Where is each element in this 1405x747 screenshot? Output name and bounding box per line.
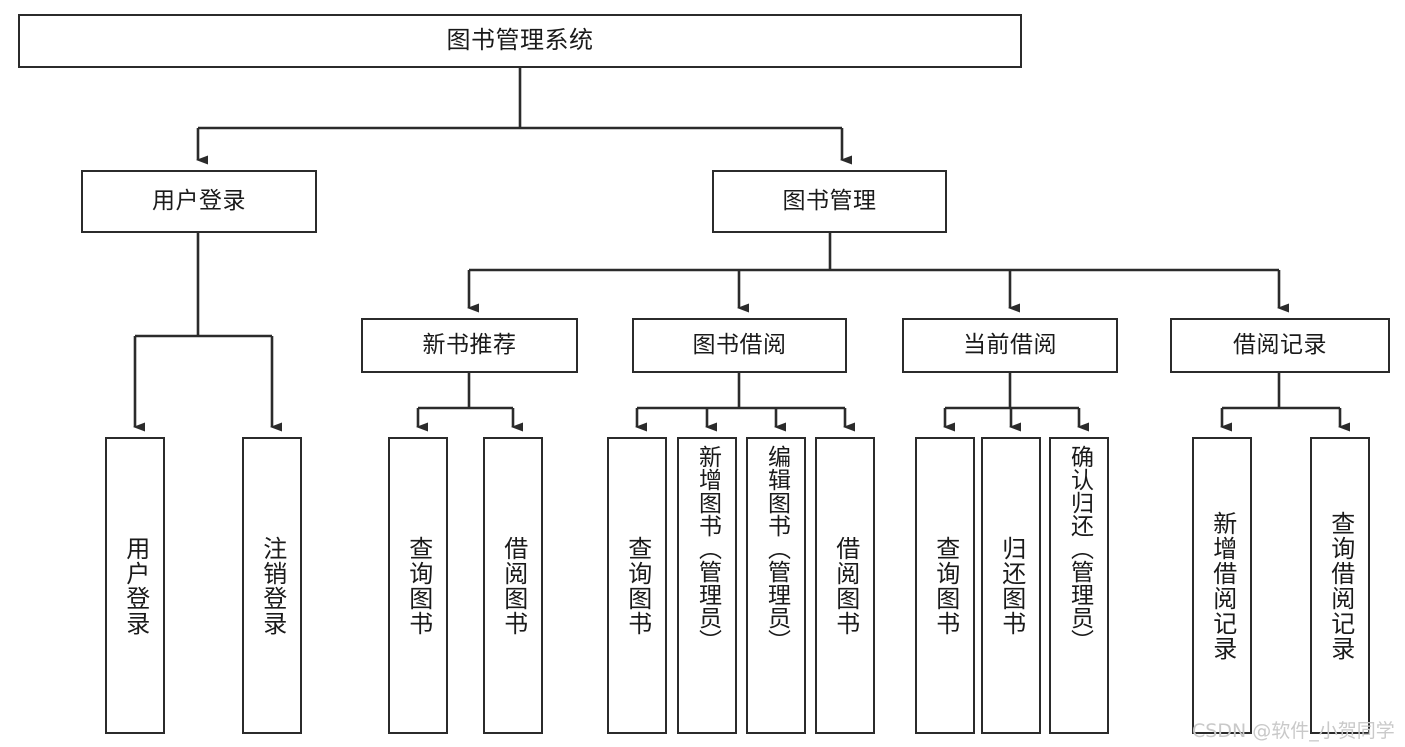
node-borrow-record[interactable]: 借阅记录 [1170, 318, 1390, 373]
node-label: 查询图书 [931, 535, 960, 636]
leaf-borrow-record-query[interactable]: 查询借阅记录 [1310, 437, 1370, 734]
node-label: 新增借阅记录 [1208, 510, 1237, 661]
node-label: 图书管理系统 [446, 26, 594, 55]
node-label: 查询借阅记录 [1326, 510, 1355, 661]
leaf-borrow-record-add[interactable]: 新增借阅记录 [1192, 437, 1252, 734]
node-label: 归还图书 [997, 535, 1026, 636]
node-label: 查询图书 [404, 535, 433, 636]
leaf-new-book-query[interactable]: 查询图书 [388, 437, 448, 734]
node-label: 借阅图书 [831, 535, 860, 636]
node-label: 用户登录 [121, 535, 150, 636]
node-book-borrow[interactable]: 图书借阅 [632, 318, 847, 373]
node-label: 借阅记录 [1233, 332, 1327, 359]
leaf-book-borrow-borrow[interactable]: 借阅图书 [815, 437, 875, 734]
node-current-borrow[interactable]: 当前借阅 [902, 318, 1118, 373]
node-label: 新增图书（管理员） [694, 445, 721, 652]
node-label: 当前借阅 [963, 332, 1057, 359]
csdn-watermark: CSDN @软件_小贺同学 [1192, 720, 1395, 742]
leaf-book-borrow-query[interactable]: 查询图书 [607, 437, 667, 734]
node-label: 编辑图书（管理员） [763, 445, 790, 652]
node-label: 查询图书 [623, 535, 652, 636]
leaf-current-borrow-confirm-return[interactable]: 确认归还（管理员） [1049, 437, 1109, 734]
node-label: 图书管理 [782, 188, 877, 215]
node-label: 图书借阅 [692, 332, 787, 359]
leaf-current-borrow-query[interactable]: 查询图书 [915, 437, 975, 734]
leaf-current-borrow-return[interactable]: 归还图书 [981, 437, 1041, 734]
node-new-book-recommend[interactable]: 新书推荐 [361, 318, 578, 373]
leaf-user-login-login[interactable]: 用户登录 [105, 437, 165, 734]
leaf-new-book-borrow[interactable]: 借阅图书 [483, 437, 543, 734]
node-label: 借阅图书 [499, 535, 528, 636]
node-book-management[interactable]: 图书管理 [712, 170, 947, 233]
leaf-user-login-logout[interactable]: 注销登录 [242, 437, 302, 734]
node-label: 注销登录 [258, 535, 287, 636]
leaf-book-borrow-add[interactable]: 新增图书（管理员） [677, 437, 737, 734]
leaf-book-borrow-edit[interactable]: 编辑图书（管理员） [746, 437, 806, 734]
node-label: 新书推荐 [422, 332, 517, 359]
node-label: 确认归还（管理员） [1066, 445, 1093, 652]
node-root-system[interactable]: 图书管理系统 [18, 14, 1022, 68]
node-user-login[interactable]: 用户登录 [81, 170, 317, 233]
node-label: 用户登录 [152, 188, 246, 215]
